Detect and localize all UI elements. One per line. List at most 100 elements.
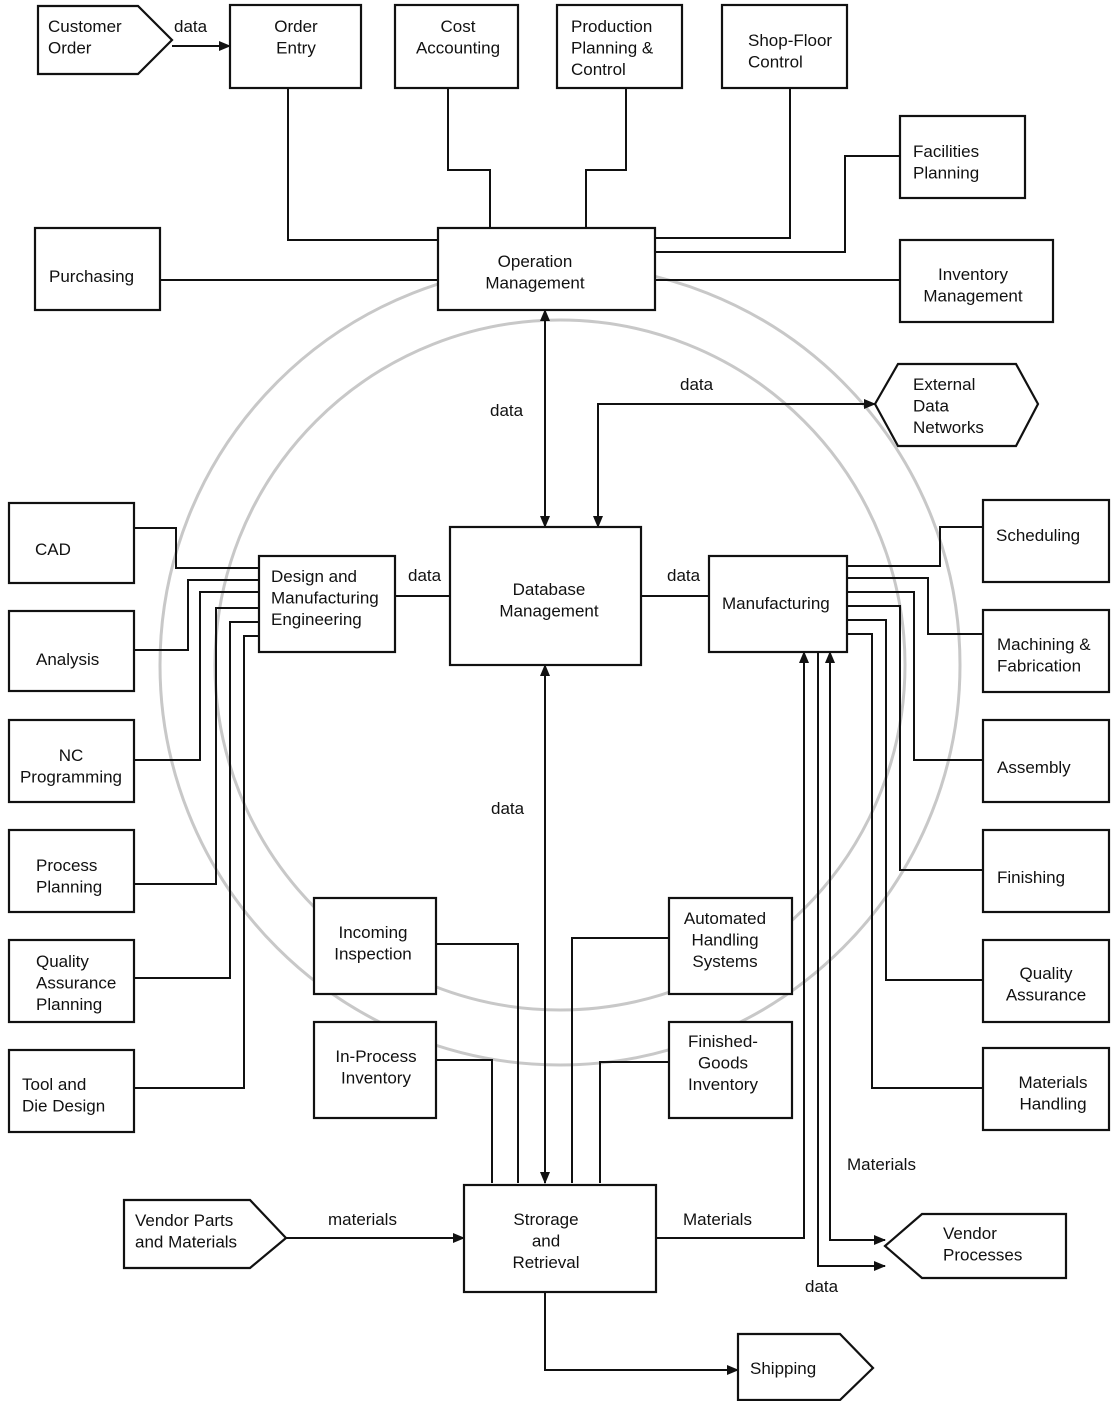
edge-machining-mfg: [847, 577, 983, 635]
node-label-dme-line-2: Manufacturing: [271, 589, 379, 608]
edge-facilities-op: [655, 155, 900, 253]
edge-label-customer-data: data: [174, 17, 208, 36]
node-label-qa-planning-line-2: Assurance: [36, 974, 116, 993]
inprocess-box: [312, 1020, 438, 1120]
node-label-qa-planning-line-3: Planning: [36, 995, 102, 1014]
edge-assembly-mfg: [847, 591, 983, 761]
machining-box: [981, 608, 1111, 694]
node-label-machining-line-1: Machining &: [997, 635, 1091, 654]
edge-order-entry-op: [287, 88, 438, 241]
cad-box: [7, 501, 136, 585]
node-label-order-entry-line-1: Order: [274, 17, 318, 36]
node-label-inprocess-line-2: Inventory: [341, 1069, 411, 1088]
node-label-database-line-1: Database: [513, 580, 586, 599]
edge-db-external: [593, 399, 876, 528]
vendor-parts-shape: [122, 1198, 288, 1270]
node-label-process-planning-line-2: Planning: [36, 878, 102, 897]
edge-label-vendorproc-materials: Materials: [847, 1155, 916, 1174]
finishing-box: [981, 828, 1111, 914]
shipping-shape: [736, 1332, 875, 1401]
node-label-dme-line-1: Design and: [271, 567, 357, 586]
materials-handling-box: [981, 1046, 1111, 1132]
node-label-inprocess-line-1: In-Process: [335, 1047, 416, 1066]
node-label-storage-line-1: Strorage: [513, 1210, 578, 1229]
node-label-manufacturing-line-1: Manufacturing: [722, 594, 830, 613]
database-box: [448, 525, 643, 667]
node-label-automated-line-1: Automated: [684, 909, 766, 928]
node-label-customer-order-line-2: Order: [48, 39, 92, 58]
node-label-incoming-line-1: Incoming: [339, 923, 408, 942]
edge-ppc-op: [585, 88, 627, 228]
node-label-facilities-line-1: Facilities: [913, 142, 979, 161]
order-entry-box: [228, 3, 363, 90]
edge-automated-storage: [571, 937, 669, 1183]
edge-storage-shipping: [544, 1292, 739, 1375]
nc-box: [7, 718, 136, 804]
node-label-ppc-line-3: Control: [571, 60, 626, 79]
node-label-assembly-line-1: Assembly: [997, 758, 1071, 777]
edge-nc-dme: [134, 591, 259, 761]
edge-shopfloor-op: [655, 88, 791, 239]
node-label-materials-handling-line-2: Handling: [1019, 1095, 1086, 1114]
edge-storage-mfg: [656, 651, 809, 1239]
node-label-inventory-mgmt-line-1: Inventory: [938, 265, 1008, 284]
node-label-shop-floor-line-2: Control: [748, 53, 803, 72]
facilities-box: [898, 114, 1027, 200]
node-label-ppc-line-1: Production: [571, 17, 652, 36]
dme-box: [257, 554, 397, 654]
connectors: [134, 41, 983, 1375]
ppc-box: [555, 3, 684, 90]
edge-incoming-storage: [436, 943, 519, 1183]
node-label-process-planning-line-1: Process: [36, 856, 97, 875]
node-label-automated-line-2: Handling: [691, 931, 758, 950]
scheduling-box: [981, 498, 1111, 584]
edge-label-vendor-materials: materials: [328, 1210, 397, 1229]
edge-process-dme: [134, 607, 259, 885]
qa-box: [981, 938, 1111, 1024]
node-label-facilities-line-2: Planning: [913, 164, 979, 183]
node-label-analysis-line-1: Analysis: [36, 650, 99, 669]
edge-tool-dme: [134, 635, 259, 1089]
node-label-vendor-parts-line-1: Vendor Parts: [135, 1211, 233, 1230]
edge-label-op-db: data: [490, 401, 524, 420]
process-planning-box: [7, 828, 136, 914]
node-label-finishing-line-1: Finishing: [997, 868, 1065, 887]
node-label-nc-line-2: Programming: [20, 768, 122, 787]
storage-box: [462, 1183, 658, 1294]
node-label-vendor-parts-line-2: and Materials: [135, 1233, 237, 1252]
node-label-tool-die-line-1: Tool and: [22, 1075, 86, 1094]
node-label-quality-assurance-line-1: Quality: [1020, 964, 1073, 983]
edge-label-db-storage: data: [491, 799, 525, 818]
manufacturing-box: [707, 554, 849, 654]
tool-die-box: [7, 1048, 136, 1134]
node-label-finished-goods-line-1: Finished-: [688, 1032, 758, 1051]
operation-box: [436, 226, 657, 312]
vendor-processes-shape: [883, 1212, 1068, 1280]
node-label-tool-die-line-2: Die Design: [22, 1097, 105, 1116]
assembly-box: [981, 718, 1111, 804]
node-label-external-line-2: Data: [913, 397, 949, 416]
edge-scheduling-mfg: [847, 526, 983, 567]
node-label-finished-goods-line-2: Goods: [698, 1054, 748, 1073]
node-label-nc-line-1: NC: [59, 746, 84, 765]
finished-goods-box: [667, 1020, 794, 1120]
node-label-qa-planning-line-1: Quality: [36, 952, 89, 971]
node-label-shop-floor-line-1: Shop-Floor: [748, 31, 832, 50]
node-label-storage-line-3: Retrieval: [512, 1253, 579, 1272]
qa-planning-box: [7, 938, 136, 1024]
node-label-external-line-3: Networks: [913, 418, 984, 437]
node-label-ppc-line-2: Planning &: [571, 39, 654, 58]
edge-qap-dme: [134, 621, 259, 979]
edge-labels: data data data data data data materials …: [174, 17, 916, 1296]
node-shapes: [7, 3, 1111, 1401]
edge-label-db-mfg: data: [667, 566, 701, 585]
edge-vendorproc-data: [817, 652, 886, 1271]
analysis-box: [7, 609, 136, 693]
node-labels: CustomerOrderOrderEntryCostAccountingPro…: [20, 17, 1091, 1378]
inventory-mgmt-box: [898, 238, 1055, 324]
node-label-operation-line-2: Management: [485, 274, 585, 293]
node-label-incoming-line-2: Inspection: [334, 945, 412, 964]
node-label-vendor-processes-line-1: Vendor: [943, 1224, 997, 1243]
edge-analysis-dme: [134, 579, 259, 651]
edge-label-storage-materials: Materials: [683, 1210, 752, 1229]
